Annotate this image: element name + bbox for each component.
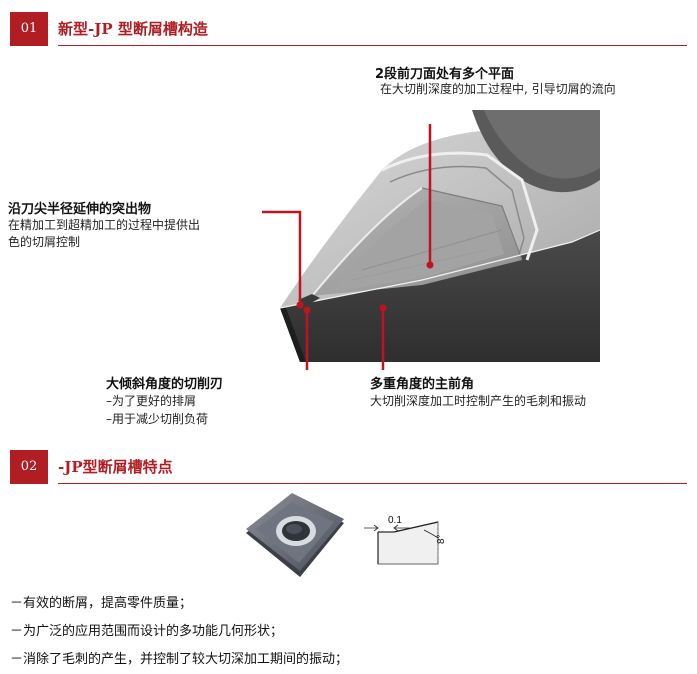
insert-closeup-illustration — [279, 110, 601, 362]
section-number: 02 — [10, 450, 48, 484]
section-title: 新型-JP 型断屑槽构造 — [58, 20, 208, 38]
annotation-text-rake-planes: 在大切削深度的加工过程中, 引导切屑的流向 — [380, 82, 616, 96]
feature-list: －有效的断屑，提高零件质量； －为广泛的应用范围而设计的多功能几何形状； －消除… — [10, 590, 348, 674]
feature-item: －为广泛的应用范围而设计的多功能几何形状； — [10, 624, 284, 639]
annotation-title-rake-angle: 多重角度的主前角 — [370, 377, 475, 392]
edge-profile-diagram: 0.1 8° — [364, 515, 447, 565]
section-number: 01 — [10, 12, 48, 46]
annotation-text-inclined-edge-2: –用于减少切削负荷 — [106, 412, 209, 426]
annotation-text-rake-angle: 大切削深度加工时控制产生的毛刺和振动 — [370, 394, 587, 408]
annotation-text-nose-protrusion-2: 色的切屑控制 — [8, 235, 81, 249]
section-header-2: 02 -JP型断屑槽特点 — [0, 450, 697, 484]
section-title: -JP型断屑槽特点 — [58, 458, 173, 476]
section-divider — [58, 483, 687, 484]
annotation-title-rake-planes: 2段前刀面处有多个平面 — [375, 67, 515, 82]
dim-angle-label: 8° — [436, 534, 447, 544]
feature-item: －消除了毛刺的产生，并控制了较大切深加工期间的振动； — [10, 652, 349, 667]
section-divider — [58, 45, 687, 46]
section-header-1: 01 新型-JP 型断屑槽构造 — [0, 12, 697, 46]
dim-width-label: 0.1 — [388, 515, 402, 526]
insert-product-image — [246, 493, 344, 577]
annotation-text-nose-protrusion-1: 在精加工到超精加工的过程中提供出 — [8, 218, 201, 232]
annotation-text-inclined-edge-1: –为了更好的排屑 — [106, 394, 197, 408]
annotation-title-inclined-edge: 大倾斜角度的切削刃 — [106, 377, 224, 392]
feature-item: －有效的断屑，提高零件质量； — [10, 596, 193, 611]
annotation-title-nose-protrusion: 沿刀尖半径延伸的突出物 — [8, 202, 152, 217]
